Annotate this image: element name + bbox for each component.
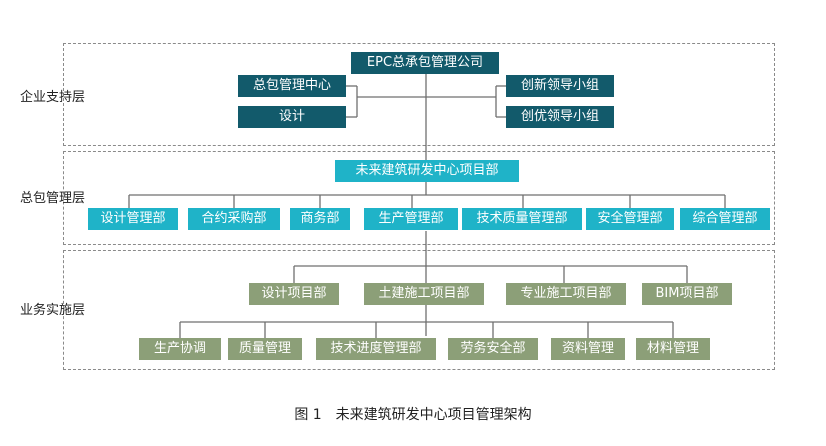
node-dept-production: 生产管理部 (364, 208, 458, 230)
node-design: 设计 (238, 106, 346, 128)
node-project-center: 未来建筑研发中心项目部 (335, 160, 519, 182)
node-dept-tech-quality: 技术质量管理部 (462, 208, 582, 230)
node-general-management-center: 总包管理中心 (238, 75, 346, 97)
layer-label-general: 总包管理层 (20, 191, 86, 206)
node-project-bim: BIM项目部 (642, 283, 732, 305)
node-project-design: 设计项目部 (249, 283, 339, 305)
node-work-labor-safety: 劳务安全部 (448, 338, 538, 360)
node-project-civil: 土建施工项目部 (364, 283, 484, 305)
node-project-specialty: 专业施工项目部 (506, 283, 626, 305)
layer-label-enterprise: 企业支持层 (20, 90, 86, 105)
node-work-tech-progress: 技术进度管理部 (316, 338, 436, 360)
figure-caption: 图 1 未来建筑研发中心项目管理架构 (294, 407, 532, 423)
node-dept-commerce: 商务部 (290, 208, 350, 230)
node-dept-safety: 安全管理部 (586, 208, 674, 230)
node-work-quality: 质量管理 (228, 338, 302, 360)
general-layer-frame (63, 151, 775, 245)
node-work-coordination: 生产协调 (139, 338, 221, 360)
business-layer-frame (63, 250, 775, 370)
node-work-materials: 材料管理 (636, 338, 710, 360)
node-epc-company: EPC总承包管理公司 (351, 52, 499, 74)
node-work-documents: 资料管理 (551, 338, 625, 360)
node-excellence-group: 创优领导小组 (506, 106, 614, 128)
enterprise-layer-frame (63, 43, 775, 146)
node-dept-design: 设计管理部 (88, 208, 178, 230)
layer-label-business: 业务实施层 (20, 303, 86, 318)
node-dept-procurement: 合约采购部 (188, 208, 280, 230)
node-innovation-group: 创新领导小组 (506, 75, 614, 97)
node-dept-general-affairs: 综合管理部 (680, 208, 770, 230)
